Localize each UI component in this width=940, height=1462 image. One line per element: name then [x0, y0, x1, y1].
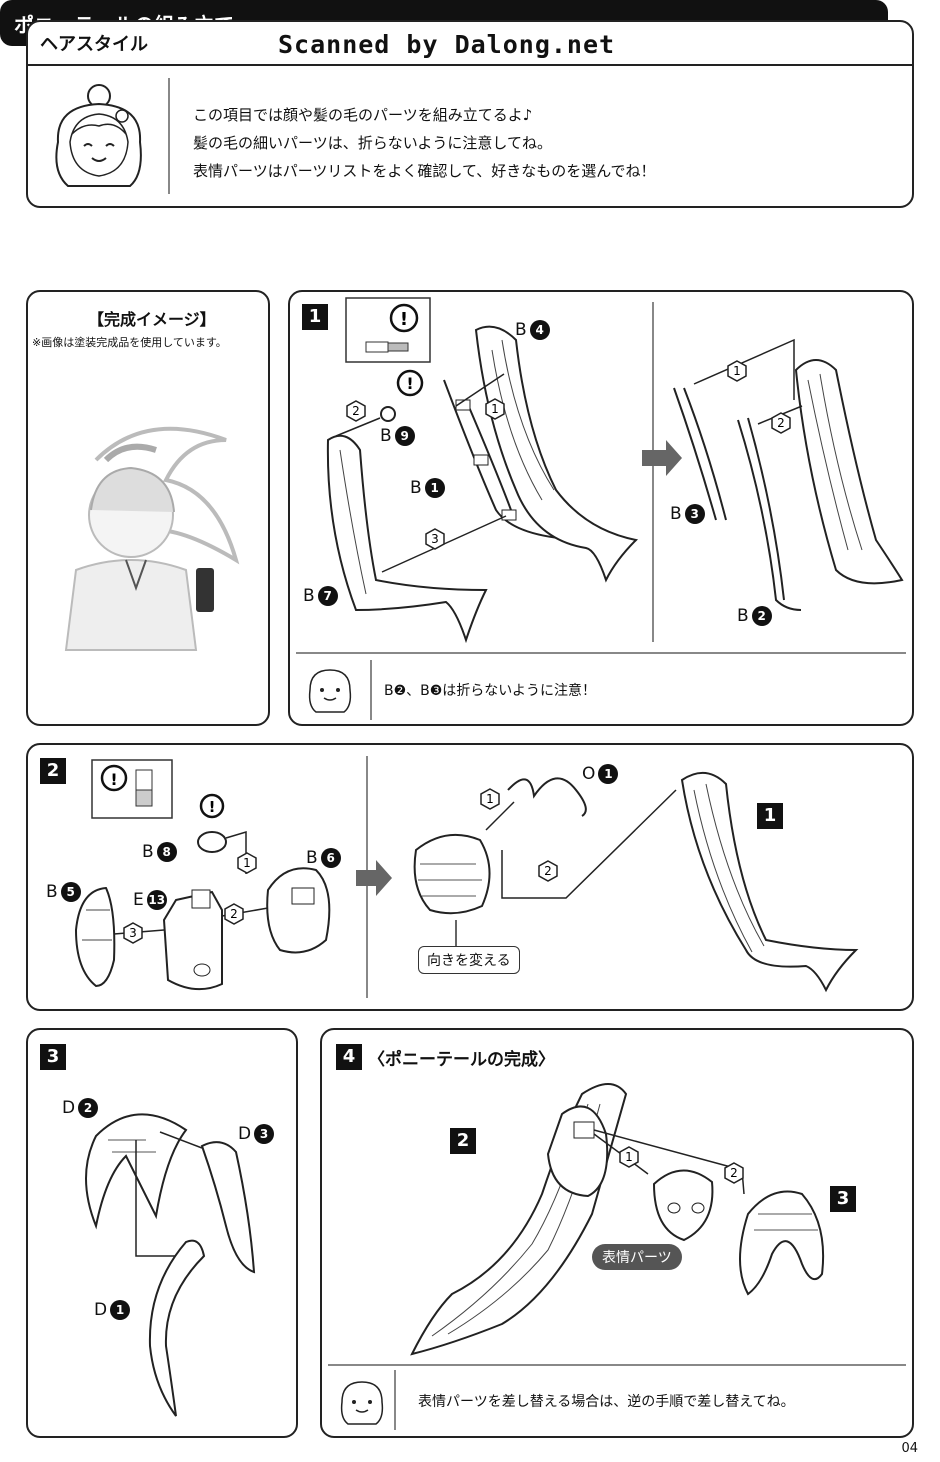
marker-label: 1 — [625, 1150, 633, 1164]
marker-label: 1 — [486, 792, 494, 806]
step4-note: 表情パーツを差し替える場合は、逆の手順で差し替えてね。 — [418, 1394, 795, 1410]
step1-number: 1 — [302, 304, 328, 330]
step3-diagram — [85, 1113, 256, 1417]
caution-icon: ! — [199, 793, 225, 819]
step4-ref-step-2: 2 — [450, 1128, 476, 1154]
step4-title: 〈ポニーテールの完成〉 — [368, 1050, 555, 1070]
page-number: 04 — [901, 1441, 918, 1456]
marker-hex-icon: 3 — [425, 528, 445, 550]
face-part-label: 表情パーツ — [592, 1244, 682, 1270]
step4-diagram — [410, 1083, 825, 1356]
intro-box — [26, 20, 914, 208]
marker-label: 2 — [777, 416, 785, 430]
step2-ref-step: 1 — [757, 803, 783, 829]
marker-hex-icon: 1 — [619, 1146, 639, 1168]
step1-caution-callout: ! — [345, 297, 431, 363]
step4-note-divider — [328, 1364, 906, 1366]
marker-hex-icon: 2 — [346, 400, 366, 422]
marker-label: 2 — [352, 404, 360, 418]
marker-hex-icon: 2 — [224, 903, 244, 925]
scan-banner: Scanned by Dalong.net — [278, 30, 616, 59]
marker-hex-icon: 2 — [771, 412, 791, 434]
completed-figure-image — [64, 426, 240, 651]
svg-text:!: ! — [400, 309, 408, 330]
marker-hex-icon: 1 — [237, 852, 257, 874]
step1-diagram — [326, 325, 904, 644]
marker-label: 1 — [243, 856, 251, 870]
mascot-small-icon — [308, 669, 352, 713]
intro-line-3: 表情パーツはパーツリストをよく確認して、好きなものを選んでね！ — [193, 162, 656, 180]
step1-note: B❷、B❸は折らないように注意！ — [384, 683, 597, 699]
step2-diagram — [74, 772, 859, 993]
marker-label: 1 — [491, 402, 499, 416]
caution-icon: ! — [396, 369, 424, 397]
marker-hex-icon: 1 — [480, 788, 500, 810]
step4-number: 4 — [336, 1044, 362, 1070]
intro-line-2: 髪の毛の細いパーツは、折らないように注意してね。 — [193, 134, 552, 152]
step1-note-vdivider — [370, 660, 372, 720]
step2-caution-callout: ! — [91, 759, 173, 819]
svg-text:!: ! — [110, 770, 117, 789]
step1-note-divider — [296, 652, 906, 654]
marker-label: 2 — [544, 864, 552, 878]
marker-hex-icon: 3 — [123, 922, 143, 944]
mascot-small-icon — [340, 1381, 384, 1425]
preview-title: 【完成イメージ】 — [88, 310, 216, 329]
marker-label: 1 — [733, 364, 741, 378]
marker-hex-icon: 2 — [538, 860, 558, 882]
marker-hex-icon: 2 — [724, 1162, 744, 1184]
intro-line-1: この項目では顔や髪の毛のパーツを組み立てるよ♪ — [193, 106, 533, 124]
marker-label: 2 — [730, 1166, 738, 1180]
mascot-divider — [168, 78, 170, 194]
step2-number: 2 — [40, 758, 66, 784]
rotate-callout: 向きを変える — [418, 946, 520, 974]
marker-hex-icon: 1 — [727, 360, 747, 382]
preview-note: ※画像は塗装完成品を使用しています。 — [32, 336, 227, 349]
section-label: ヘアスタイル — [40, 34, 148, 55]
marker-label: 2 — [230, 907, 238, 921]
marker-label: 3 — [431, 532, 439, 546]
svg-text:!: ! — [406, 374, 413, 393]
step4-note-vdivider — [394, 1370, 396, 1430]
step3-number: 3 — [40, 1044, 66, 1070]
marker-label: 3 — [129, 926, 137, 940]
step4-ref-step-3: 3 — [830, 1186, 856, 1212]
step1-divider — [652, 302, 654, 642]
marker-hex-icon: 1 — [485, 398, 505, 420]
svg-text:!: ! — [209, 798, 216, 816]
intro-box-divider — [28, 64, 912, 66]
mascot-avatar-icon — [55, 84, 142, 187]
